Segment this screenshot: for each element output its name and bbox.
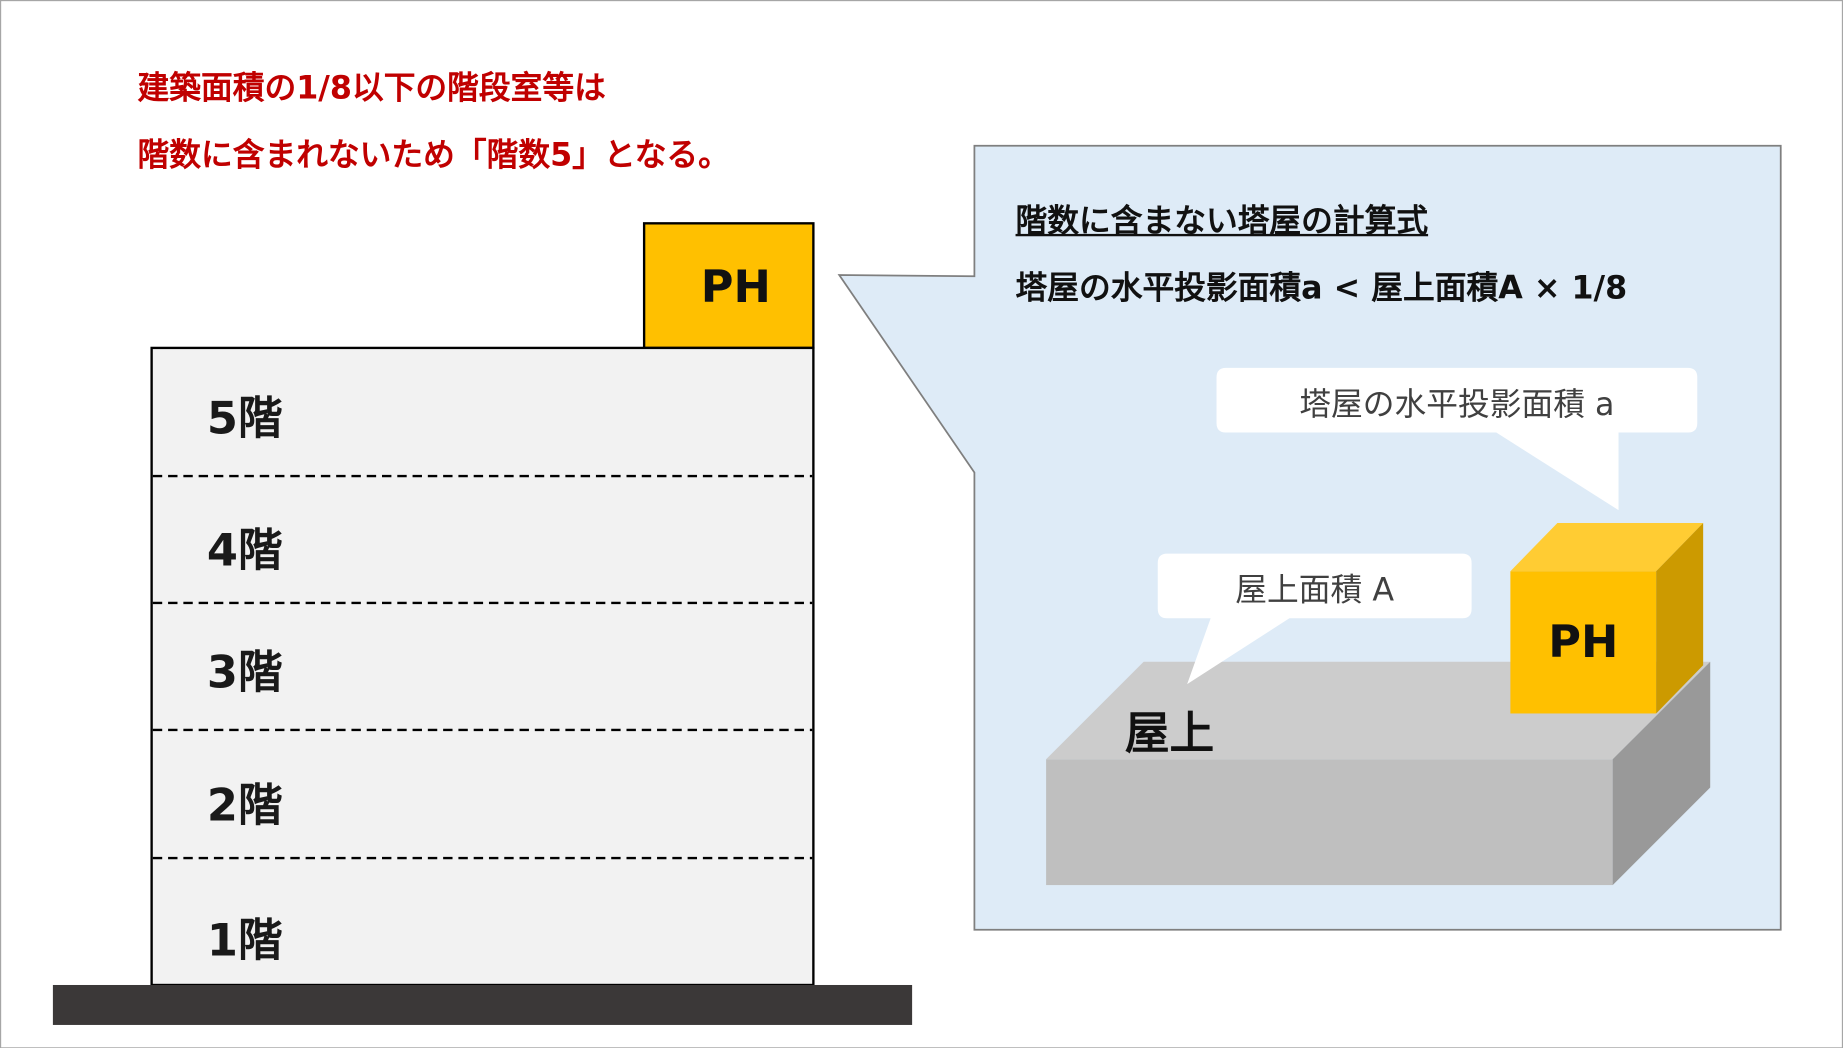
bubble-roof-area-shape	[1157, 553, 1472, 685]
formula: 塔屋の水平投影面積a < 屋上面積A × 1/8	[1015, 270, 1628, 307]
floor-label-1: 1階	[206, 914, 283, 967]
roof-slab-front	[1046, 759, 1613, 886]
bubble-roof-area: 屋上面積 A	[1235, 572, 1395, 609]
note-line-1: 建築面積の1/8以下の階段室等は	[137, 70, 606, 107]
floor-label-5: 5階	[206, 392, 283, 445]
floor-label-3: 3階	[206, 646, 283, 699]
bubble-penthouse-area-shape	[1216, 367, 1698, 511]
penthouse-cube-front	[1510, 571, 1657, 714]
floor-dividers	[152, 474, 813, 860]
cube-penthouse-label: PH	[1548, 615, 1619, 668]
penthouse-label: PH	[700, 260, 771, 313]
callout-title: 階数に含まない塔屋の計算式	[1015, 203, 1429, 240]
roof-slab-side	[1612, 661, 1711, 886]
roof-label: 屋上	[1124, 707, 1215, 760]
floor-label-4: 4階	[206, 524, 283, 576]
bubble-penthouse-area: 塔屋の水平投影面積 a	[1299, 386, 1615, 424]
ground	[52, 984, 913, 1025]
penthouse-cube-top	[1510, 523, 1704, 572]
penthouse-cube-side	[1656, 523, 1704, 714]
building-body	[150, 346, 815, 987]
floor-label-2: 2階	[206, 779, 283, 832]
note-line-2: 階数に含まれないため「階数5」となる。	[137, 137, 730, 174]
